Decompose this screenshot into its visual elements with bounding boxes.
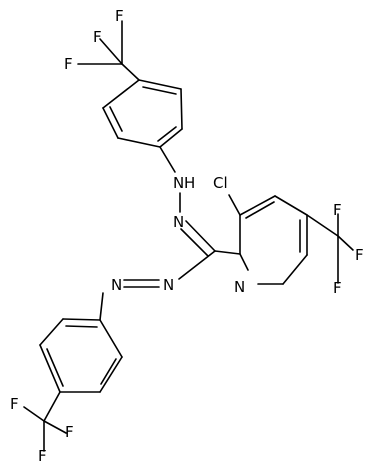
atom-f-right-b: F bbox=[355, 246, 364, 264]
top-trifluoromethyl-group bbox=[77, 20, 140, 81]
atom-f-bottom-a: F bbox=[10, 395, 19, 413]
hydrazone-double-bond-inner bbox=[180, 228, 209, 257]
pyridine-ring bbox=[239, 195, 308, 285]
atom-f-bottom-b: F bbox=[65, 423, 74, 441]
atom-f-right-a: F bbox=[333, 201, 342, 219]
atom-f-top-b: F bbox=[64, 55, 73, 73]
ring-to-nh-bond bbox=[159, 146, 176, 173]
atom-f-top-a: F bbox=[93, 28, 102, 46]
right-trifluoromethyl-group bbox=[306, 213, 354, 284]
atom-f-right-c: F bbox=[333, 279, 342, 297]
atom-cl: Cl bbox=[213, 174, 228, 192]
atom-hydrazone-n: N bbox=[173, 213, 184, 231]
azo-to-ring-bond bbox=[99, 292, 104, 321]
top-benzene-ring bbox=[102, 79, 183, 148]
atom-f-bottom-c: F bbox=[38, 447, 47, 465]
atom-azo-n-right: N bbox=[163, 276, 174, 294]
atom-nh-n: N bbox=[173, 174, 184, 192]
atom-f-top-c: F bbox=[115, 7, 124, 25]
cl-bond bbox=[228, 194, 241, 216]
atom-pyridine-n: N bbox=[234, 278, 245, 296]
bottom-benzene-ring bbox=[39, 318, 123, 393]
bottom-trifluoromethyl-group bbox=[23, 391, 67, 452]
central-carbon-to-pyridine-bond bbox=[214, 250, 241, 255]
atom-azo-n-left: N bbox=[111, 276, 122, 294]
carbon-to-azo-bond bbox=[178, 250, 216, 280]
atom-nh-h: H bbox=[184, 174, 195, 192]
hydrazone-double-bond bbox=[185, 220, 216, 252]
